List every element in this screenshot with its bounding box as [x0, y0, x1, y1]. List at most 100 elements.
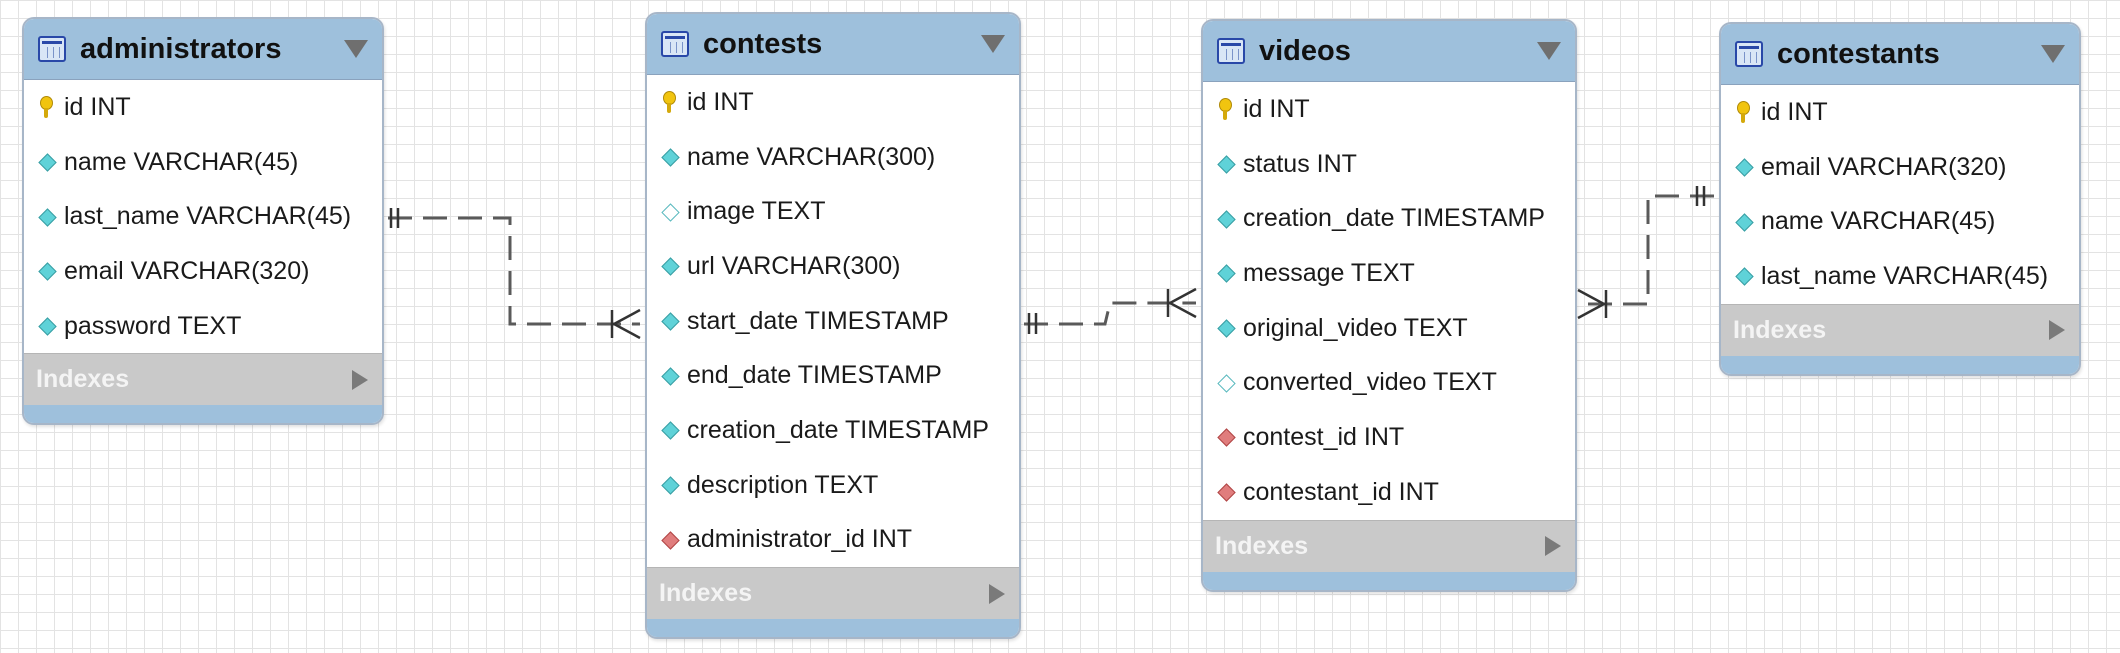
column-row[interactable]: id INT	[1721, 85, 2079, 140]
column-row[interactable]: creation_date TIMESTAMP	[1203, 191, 1575, 246]
table-title: contests	[703, 27, 823, 60]
column-row[interactable]: name VARCHAR(45)	[24, 135, 382, 190]
column-row[interactable]: description TEXT	[647, 458, 1019, 513]
column-row[interactable]: original_video TEXT	[1203, 301, 1575, 356]
column-label: creation_date TIMESTAMP	[687, 415, 989, 444]
column-label: password TEXT	[64, 311, 242, 340]
column-label: administrator_id INT	[687, 525, 913, 554]
foreign-key-icon	[659, 529, 681, 551]
column-row[interactable]: id INT	[1203, 82, 1575, 137]
relationship-administrators-contests[interactable]	[388, 208, 641, 340]
column-label: url VARCHAR(300)	[687, 251, 901, 280]
table-icon	[1735, 41, 1763, 67]
column-label: name VARCHAR(45)	[64, 147, 299, 176]
column-row[interactable]: start_date TIMESTAMP	[647, 294, 1019, 349]
column-list: id INT name VARCHAR(45) last_name VARCHAR(…	[24, 79, 382, 354]
column-row[interactable]: end_date TIMESTAMP	[647, 348, 1019, 403]
column-label: last_name VARCHAR(45)	[64, 202, 352, 231]
column-row[interactable]: message TEXT	[1203, 246, 1575, 301]
column-icon	[1733, 156, 1755, 178]
column-icon	[1733, 265, 1755, 287]
column-label: start_date TIMESTAMP	[687, 306, 949, 335]
column-icon	[659, 474, 681, 496]
expand-arrow-icon[interactable]	[2049, 320, 2065, 341]
column-icon	[1215, 208, 1237, 230]
expand-arrow-icon[interactable]	[1545, 536, 1561, 556]
indexes-bar[interactable]: Indexes	[1203, 519, 1575, 572]
column-row[interactable]: contestant_id INT	[1203, 465, 1575, 520]
column-label: description TEXT	[687, 470, 879, 499]
column-row[interactable]: last_name VARCHAR(45)	[1721, 249, 2079, 304]
column-label: id INT	[687, 87, 754, 116]
indexes-label: Indexes	[1215, 531, 1309, 560]
table-footer	[24, 405, 382, 424]
column-label: id INT	[1243, 94, 1310, 123]
column-label: message TEXT	[1243, 258, 1415, 287]
column-list: id INT status INT creation_date TIMESTAMP m…	[1203, 81, 1575, 520]
indexes-label: Indexes	[36, 365, 130, 394]
relationship-contests-videos[interactable]	[1024, 287, 1197, 334]
column-label: original_video TEXT	[1243, 313, 1468, 342]
primary-key-icon	[1215, 98, 1237, 121]
column-row[interactable]: name VARCHAR(300)	[647, 130, 1019, 185]
column-icon	[1215, 317, 1237, 339]
column-row[interactable]: administrator_id INT	[647, 513, 1019, 568]
column-row[interactable]: url VARCHAR(300)	[647, 239, 1019, 294]
column-row[interactable]: converted_video TEXT	[1203, 355, 1575, 410]
indexes-label: Indexes	[659, 579, 753, 608]
column-row[interactable]: email VARCHAR(320)	[24, 244, 382, 299]
column-label: status INT	[1243, 149, 1357, 178]
nullable-column-icon	[659, 201, 681, 223]
collapse-caret-icon[interactable]	[2041, 45, 2065, 63]
column-label: name VARCHAR(45)	[1761, 207, 1996, 236]
column-row[interactable]: creation_date TIMESTAMP	[647, 403, 1019, 458]
column-icon	[1215, 153, 1237, 175]
column-label: creation_date TIMESTAMP	[1243, 204, 1545, 233]
table-footer	[1721, 355, 2079, 374]
table-icon	[1217, 38, 1245, 64]
primary-key-icon	[659, 91, 681, 114]
column-row[interactable]: last_name VARCHAR(45)	[24, 189, 382, 244]
column-row[interactable]: email VARCHAR(320)	[1721, 140, 2079, 195]
foreign-key-icon	[1215, 481, 1237, 503]
table-header[interactable]: videos	[1203, 21, 1575, 81]
collapse-caret-icon[interactable]	[1537, 42, 1561, 60]
primary-key-icon	[1733, 101, 1755, 124]
expand-arrow-icon[interactable]	[352, 369, 368, 390]
column-row[interactable]: id INT	[24, 80, 382, 135]
table-header[interactable]: contestants	[1721, 24, 2079, 84]
table-footer	[647, 619, 1019, 638]
column-label: last_name VARCHAR(45)	[1761, 261, 2049, 290]
column-icon	[36, 206, 58, 228]
collapse-caret-icon[interactable]	[981, 35, 1005, 53]
nullable-column-icon	[1215, 372, 1237, 394]
indexes-bar[interactable]: Indexes	[647, 567, 1019, 620]
column-icon	[36, 315, 58, 337]
expand-arrow-icon[interactable]	[989, 583, 1005, 604]
table-contests[interactable]: contests id INT name VARCHAR(300)image TEX…	[645, 12, 1021, 640]
column-icon	[659, 146, 681, 168]
table-icon	[661, 31, 689, 57]
column-icon	[36, 260, 58, 282]
table-icon	[38, 36, 66, 62]
column-row[interactable]: status INT	[1203, 137, 1575, 192]
column-icon	[659, 419, 681, 441]
relationship-contestants-videos[interactable]	[1577, 186, 1714, 320]
table-header[interactable]: contests	[647, 14, 1019, 74]
column-row[interactable]: id INT	[647, 75, 1019, 130]
table-header[interactable]: administrators	[24, 19, 382, 79]
column-row[interactable]: contest_id INT	[1203, 410, 1575, 465]
indexes-bar[interactable]: Indexes	[24, 353, 382, 406]
table-videos[interactable]: videos id INT status INT creation_date TIME…	[1201, 19, 1577, 592]
column-list: id INT email VARCHAR(320) name VARCHAR(45)…	[1721, 84, 2079, 304]
table-footer	[1203, 571, 1575, 590]
column-label: email VARCHAR(320)	[1761, 152, 2007, 181]
column-row[interactable]: image TEXT	[647, 184, 1019, 239]
column-row[interactable]: name VARCHAR(45)	[1721, 194, 2079, 249]
collapse-caret-icon[interactable]	[344, 40, 368, 58]
column-icon	[1733, 211, 1755, 233]
indexes-bar[interactable]: Indexes	[1721, 303, 2079, 356]
column-row[interactable]: password TEXT	[24, 299, 382, 354]
